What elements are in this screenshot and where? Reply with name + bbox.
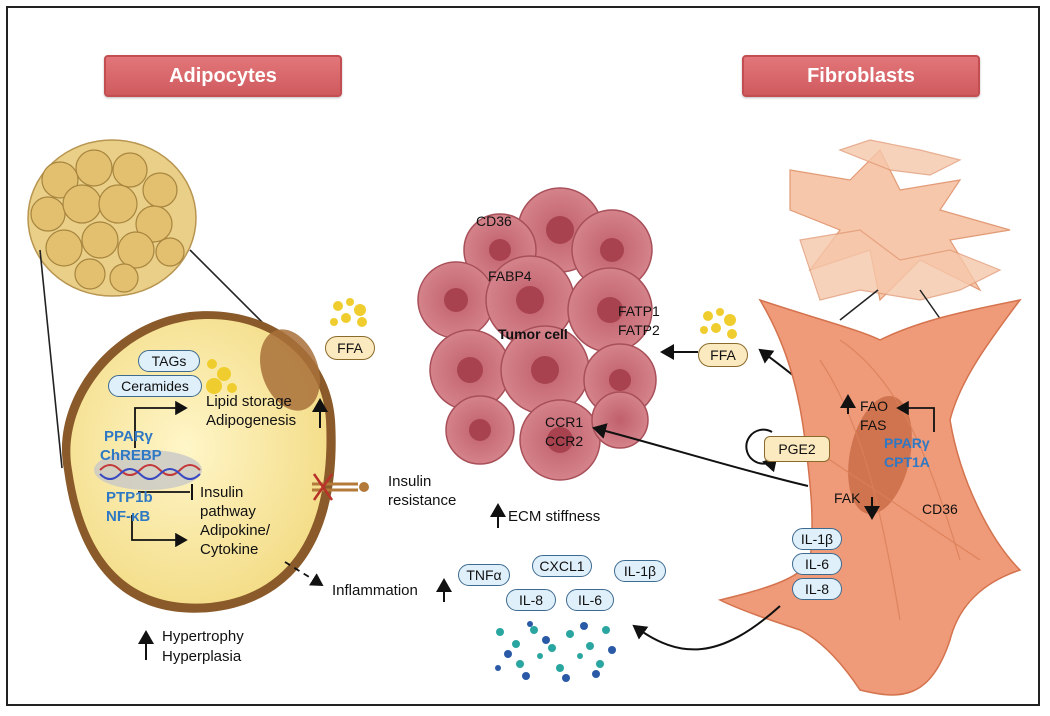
tumor-cell-label: Tumor cell (498, 326, 568, 342)
il8-pill: IL-8 (506, 589, 556, 611)
il6-pill: IL-6 (566, 589, 614, 611)
insulin-resistance-label-1: Insulin (388, 473, 432, 490)
secreted-particles-icon (495, 621, 616, 682)
pathway-label: pathway (200, 503, 256, 520)
tumor-cell-cluster-icon (417, 187, 657, 481)
ecm-stiffness-label: ECM stiffness (508, 508, 601, 525)
tags-pill: TAGs (138, 350, 200, 372)
fibroblast-il1b-pill: IL-1β (792, 528, 842, 550)
fak-label: FAK (834, 490, 861, 506)
insulin-resistance-label-2: resistance (388, 492, 457, 509)
ffa-droplets-right-icon (700, 308, 737, 339)
tumor-ccr2-label: CCR2 (545, 433, 584, 449)
cxcl1-pill: CXCL1 (532, 555, 592, 577)
inflammation-label: Inflammation (332, 582, 418, 599)
fibroblast-il6-pill: IL-6 (792, 553, 842, 575)
fibroblast-il8-pill: IL-8 (792, 578, 842, 600)
tumor-ccr1-label: CCR1 (545, 414, 584, 430)
ffa-droplets-left-icon (330, 298, 367, 327)
tumor-fabp4-label: FABP4 (488, 268, 532, 284)
fibroblasts-banner: Fibroblasts (742, 55, 980, 97)
fibroblast-cd36-label: CD36 (922, 501, 958, 517)
fao-label: FAO (860, 398, 889, 414)
hypertrophy-label: Hypertrophy (162, 628, 244, 645)
chrebp-label: ChREBP (100, 447, 162, 464)
zoom-line-left (39, 249, 63, 469)
cytokine-label: Cytokine (200, 541, 259, 558)
fibroblast-pparg-label: PPARγ (884, 435, 930, 451)
ffa-pill-left: FFA (325, 336, 375, 360)
insulin-label: Insulin (200, 484, 244, 501)
lipid-storage-label: Lipid storage (206, 393, 292, 410)
adipocytes-banner: Adipocytes (104, 55, 342, 97)
nfkb-label: NF-κB (106, 508, 151, 525)
activated-fibroblast-icon (717, 298, 1022, 696)
fibroblast-network-icon (789, 139, 1011, 302)
hyperplasia-label: Hyperplasia (162, 648, 242, 665)
adipocyte-cluster-icon (27, 139, 197, 297)
tnfa-pill: TNFα (458, 564, 510, 586)
ceramides-pill: Ceramides (108, 375, 202, 397)
ffa-pill-right: FFA (698, 343, 748, 367)
pparg-label: PPARγ (104, 428, 153, 445)
tumor-fatp1-label: FATP1 (618, 303, 660, 319)
tumor-fatp2-label: FATP2 (618, 322, 660, 338)
fas-label: FAS (860, 417, 887, 433)
adipokine-label: Adipokine/ (200, 522, 271, 539)
pge2-pill: PGE2 (764, 436, 830, 462)
adipogenesis-label: Adipogenesis (206, 412, 297, 429)
tumor-cd36-label: CD36 (476, 213, 512, 229)
ptp1b-label: PTP1b (106, 489, 153, 506)
il1b-pill: IL-1β (614, 560, 666, 582)
cpt1a-label: CPT1A (884, 454, 930, 470)
